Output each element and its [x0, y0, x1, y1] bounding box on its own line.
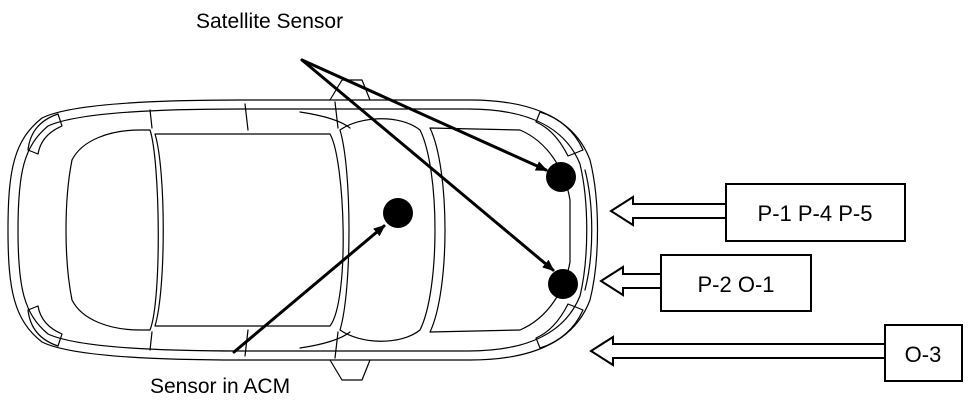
- satellite-sensor-label: Satellite Sensor: [196, 10, 343, 33]
- satellite-sensor-dot-upper: [546, 162, 576, 192]
- car-top-view: [7, 79, 599, 381]
- a-pillar-top: [299, 111, 351, 129]
- car-body-inner-outline: [17, 108, 588, 352]
- rear-right-lamp: [27, 305, 63, 347]
- mirror-bottom: [329, 359, 371, 381]
- acm-sensor-dot: [383, 198, 413, 228]
- impact-box-2-label: P-2 O-1: [697, 272, 774, 297]
- headlamp-top: [535, 111, 584, 157]
- impact-box-3: [884, 324, 963, 382]
- satellite-sensor-dot-lower: [548, 269, 578, 299]
- impact-arrow-2: [599, 265, 662, 297]
- windshield: [339, 118, 436, 342]
- impact-box-2: [660, 254, 812, 312]
- sensor-in-acm-label: Sensor in ACM: [150, 375, 290, 398]
- door-line-top: [149, 101, 339, 131]
- impact-arrow-1: [609, 195, 727, 227]
- satellite-pointer-upper: [300, 58, 548, 172]
- rear-window: [65, 129, 159, 331]
- impact-arrow-3: [589, 335, 886, 367]
- impact-box-3-label: O-3: [905, 342, 942, 367]
- roof: [154, 133, 344, 327]
- hood: [429, 127, 571, 333]
- satellite-pointer-lower: [300, 58, 555, 272]
- a-pillar-bottom: [299, 331, 351, 349]
- impact-box-1: [725, 183, 906, 242]
- rear-left-lamp: [27, 113, 63, 155]
- acm-pointer: [232, 224, 386, 354]
- impact-box-1-label: P-1 P-4 P-5: [758, 201, 873, 226]
- headlamp-bottom: [535, 303, 584, 349]
- front-bumper: [584, 169, 593, 291]
